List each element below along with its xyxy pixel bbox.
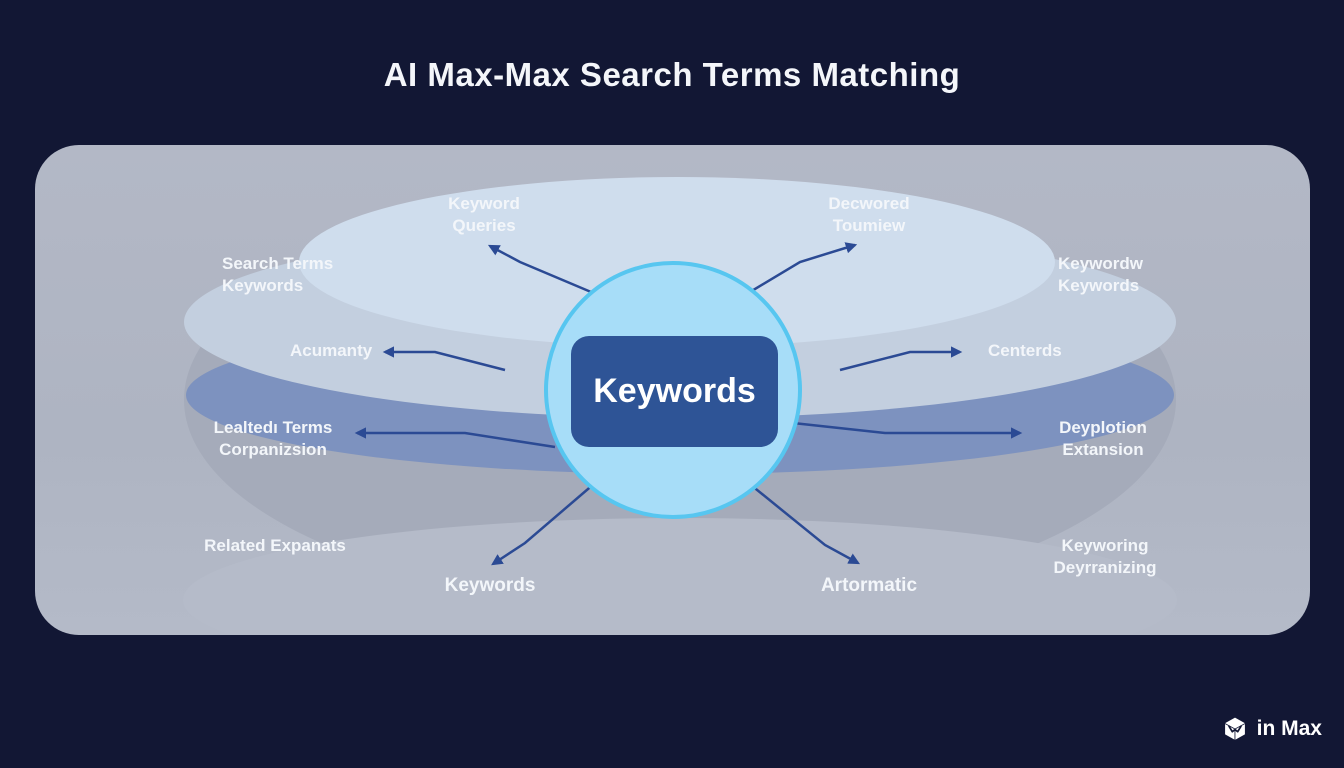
label-artormatic: Artormatic <box>779 575 959 597</box>
label-line: Artormatic <box>820 575 918 596</box>
label-related-expanats: Related Expanats <box>175 535 375 557</box>
label-line: Toumiew <box>832 216 906 235</box>
arrow-mid-right <box>839 346 963 372</box>
center-keywords-node: Keywords <box>571 336 778 447</box>
label-keywordw-keywords: Keywordw Keywords <box>1058 253 1143 297</box>
label-deyplotion-extansion: Deyplotion Extansion <box>1013 417 1193 461</box>
arrow-mid-left <box>382 346 506 372</box>
label-line: Deyplotion <box>1059 418 1147 437</box>
label-line: Queries <box>452 216 516 235</box>
label-keywords-bottom: Keywords <box>400 575 580 597</box>
cube-logo-icon <box>1222 716 1248 742</box>
center-keywords-label: Keywords <box>593 372 756 410</box>
label-decwored-toumiew: Decwored Toumiew <box>779 193 959 237</box>
label-centerds: Centerds <box>988 340 1062 362</box>
label-line: Keywordw <box>1058 254 1144 273</box>
label-line: Keyword <box>448 194 520 213</box>
label-line: Extansion <box>1062 440 1144 459</box>
arrow-lower-left <box>354 427 556 449</box>
label-search-terms-keywords: Search Terms Keywords <box>222 253 333 297</box>
label-line: Keywords <box>222 276 304 295</box>
label-line: Keyworing <box>1061 536 1149 555</box>
cylinder-bottom-disc <box>183 518 1177 635</box>
arrow-bottom-right <box>750 484 861 565</box>
label-line: Keywords <box>1058 276 1140 295</box>
label-line: Centerds <box>988 341 1062 360</box>
brand-name: in Max <box>1256 717 1322 740</box>
label-acumanty: Acumanty <box>290 340 372 362</box>
label-line: Search Terms <box>222 254 334 273</box>
label-line: Corpanizsion <box>219 440 327 459</box>
arrow-top-left <box>487 244 611 302</box>
label-line: Lealtedı Terms <box>213 418 333 437</box>
arrow-bottom-left <box>491 482 596 566</box>
label-line: Deyrranizing <box>1053 558 1157 577</box>
arrow-lower-right <box>792 421 1023 439</box>
page-title: AI Max-Max Search Terms Matching <box>383 56 961 93</box>
diagram-panel: Keywords Keyword Queries Decwored Toumie… <box>35 145 1310 635</box>
brand-logo: in Max <box>1222 716 1322 742</box>
label-keyworing-deyrranizing: Keyworing Deyrranizing <box>1010 535 1200 579</box>
label-line: Acumanty <box>290 341 373 360</box>
arrow-top-right <box>744 242 858 297</box>
label-line: Decwored <box>828 194 910 213</box>
label-lealted-terms: Lealtedı Terms Corpanizsion <box>183 417 363 461</box>
label-keyword-queries: Keyword Queries <box>394 193 574 237</box>
label-line: Related Expanats <box>204 536 346 555</box>
label-line: Keywords <box>444 575 536 596</box>
